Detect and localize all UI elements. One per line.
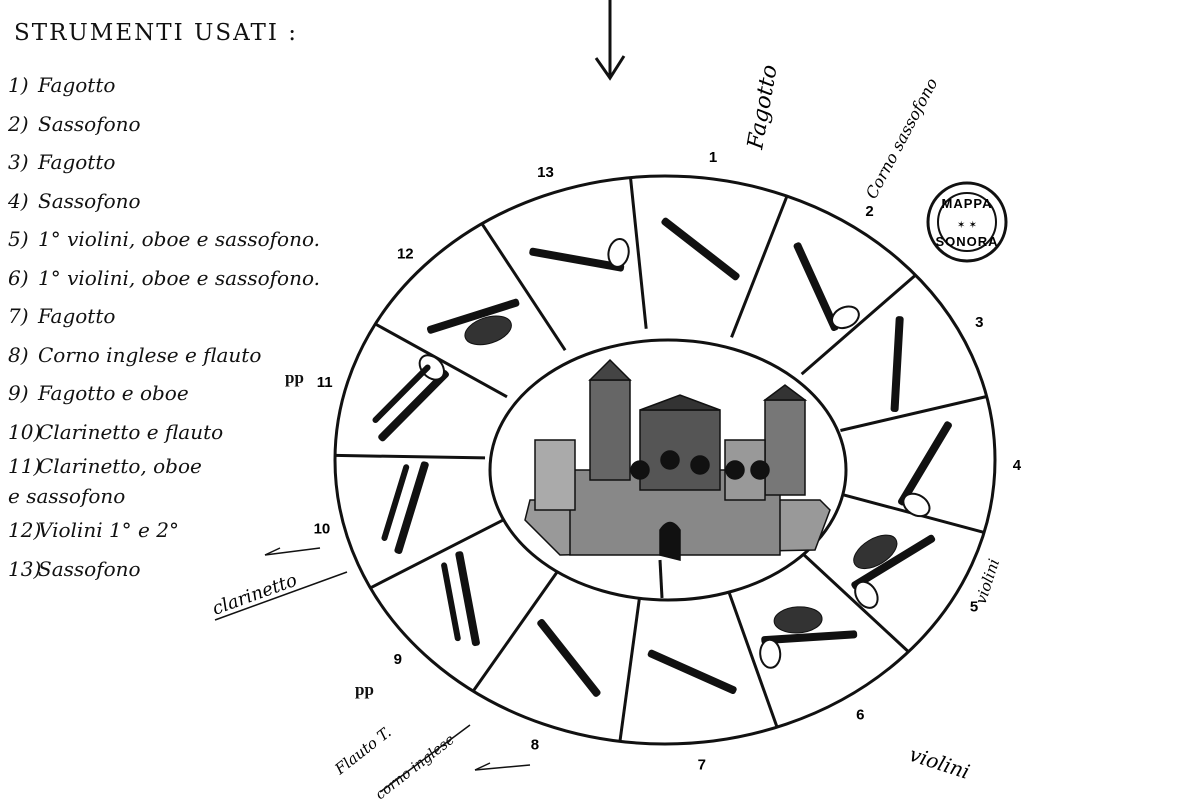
segment-divider <box>618 590 642 742</box>
segment-divider <box>796 548 910 653</box>
segment-number: 6 <box>856 707 864 724</box>
list-item: 9)Fagotto e oboe <box>8 381 189 405</box>
segment-number: 10 <box>314 520 331 537</box>
list-item: 7)Fagotto <box>8 304 116 328</box>
segment-divider <box>724 583 779 728</box>
segment-number: 2 <box>865 203 873 220</box>
segment-number: 11 <box>317 374 333 391</box>
saxophone-icon <box>793 242 860 332</box>
list-item: 10)Clarinetto e flauto <box>8 419 224 444</box>
annotation-fagotto: Fagotto <box>743 63 783 152</box>
bassoon-icon <box>647 649 737 695</box>
segment-number: 3 <box>975 314 983 331</box>
flute-icon <box>537 618 601 697</box>
list-item: 3)Fagotto <box>8 150 116 174</box>
segment-divider <box>480 222 567 351</box>
saxophone-icon <box>529 238 630 272</box>
saxophone-icon <box>897 421 952 518</box>
segment-divider <box>730 195 789 338</box>
list-item: 11)Clarinetto, oboe e sassofono <box>8 454 202 508</box>
segment-number: 12 <box>397 245 414 262</box>
segment-number: 4 <box>1013 457 1022 474</box>
segment-number: 13 <box>537 164 554 181</box>
list-item: 12)Violini 1° e 2° <box>8 518 179 542</box>
list-item: 1)Fagotto <box>8 73 116 97</box>
annotation-flauto: Flauto T. <box>331 723 395 779</box>
list-item: 5)1° violini, oboe e sassofono. <box>8 227 321 251</box>
stamp-top-text: MAPPA <box>942 196 993 211</box>
instrument-list: 1)Fagotto 2)Sassofono 3)Fagotto 4)Sassof… <box>8 66 320 588</box>
violin-oboe-sax-icon <box>851 534 936 609</box>
dynamic-marking-pp-upper: pp <box>285 368 304 387</box>
segment-number: 5 <box>970 599 978 616</box>
segment-divider <box>374 322 508 399</box>
pencil-arrow-icon <box>214 547 531 793</box>
list-title: STRUMENTI USATI : <box>14 20 298 46</box>
segment-divider <box>471 566 562 692</box>
segment-divider <box>629 177 648 329</box>
list-item: 8)Corno inglese e flauto <box>8 342 262 367</box>
stamp-bottom-text: SONORA <box>935 234 998 249</box>
annotation-violini-bottom: violini <box>906 742 972 784</box>
segment-number: 7 <box>698 756 706 773</box>
oboe-icon <box>890 316 904 413</box>
castle-illustration <box>524 358 831 599</box>
list-item: 2)Sassofono <box>8 111 141 136</box>
segment-number: 8 <box>531 736 539 753</box>
bassoon-icon <box>661 217 740 281</box>
segment-number: 1 <box>709 149 717 166</box>
down-arrow-icon <box>594 0 626 81</box>
svg-text:✶ ✶: ✶ ✶ <box>957 220 977 231</box>
segment-divider <box>800 273 917 376</box>
segment-divider <box>335 453 486 460</box>
list-item: 13)Sassofono <box>8 556 141 581</box>
annotation-violini-right: violini <box>972 556 1004 606</box>
segment-number: 9 <box>394 651 402 668</box>
clarinet-flute-icon <box>381 461 429 554</box>
list-item: 6)1° violini, oboe e sassofono. <box>8 265 321 290</box>
dynamic-marking-pp-lower: pp <box>355 680 374 699</box>
list-item: 4)Sassofono <box>8 188 141 213</box>
mappa-sonora-stamp: MAPPA SONORA ✶ ✶ <box>926 181 1008 263</box>
segment-divider <box>840 395 987 432</box>
segment-divider <box>369 518 505 590</box>
violin-oboe-sax-icon <box>759 606 858 669</box>
bassoon-oboe-icon <box>441 551 480 647</box>
violin-icon <box>426 298 520 346</box>
annotation-corno-sax: Corno sassofono <box>862 75 942 202</box>
clarinet-oboe-sax-icon <box>372 354 449 442</box>
